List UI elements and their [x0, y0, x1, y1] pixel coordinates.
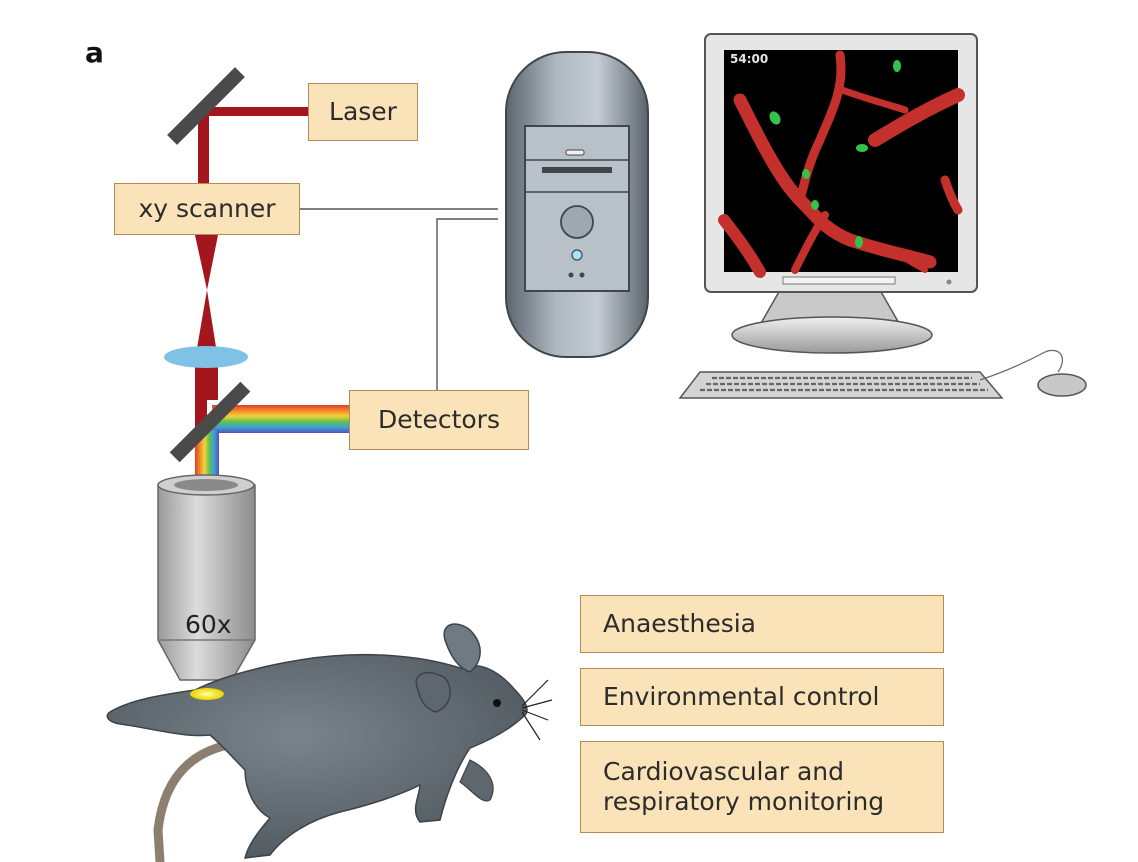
objective-icon — [157, 474, 256, 681]
cardio-line-1: Cardiovascular and — [603, 757, 844, 786]
monitor-icon — [704, 33, 978, 354]
detectors-label: Detectors — [349, 390, 529, 450]
computer-tower-icon — [505, 51, 649, 358]
keyboard-icon — [678, 349, 1063, 399]
cardio-respiratory-label: Cardiovascular and respiratory monitorin… — [580, 741, 944, 833]
mouse-device-icon — [1037, 373, 1087, 397]
imaging-spot — [190, 688, 224, 700]
laser-label: Laser — [308, 83, 418, 141]
mouse-animal-icon — [106, 623, 553, 859]
dichroic-mirror-icon — [169, 381, 251, 463]
environmental-control-label: Environmental control — [580, 668, 944, 726]
objective-magnification: 60x — [185, 610, 232, 639]
signal-cables — [300, 208, 498, 390]
panel-letter: a — [85, 36, 104, 69]
monitor-timer: 54:00 — [730, 52, 769, 66]
cardio-line-2: respiratory monitoring — [603, 787, 885, 816]
anaesthesia-label: Anaesthesia — [580, 595, 944, 653]
xy-scanner-label: xy scanner — [114, 183, 300, 235]
scan-mirror-icon — [167, 67, 245, 145]
lens-icon — [164, 346, 248, 368]
